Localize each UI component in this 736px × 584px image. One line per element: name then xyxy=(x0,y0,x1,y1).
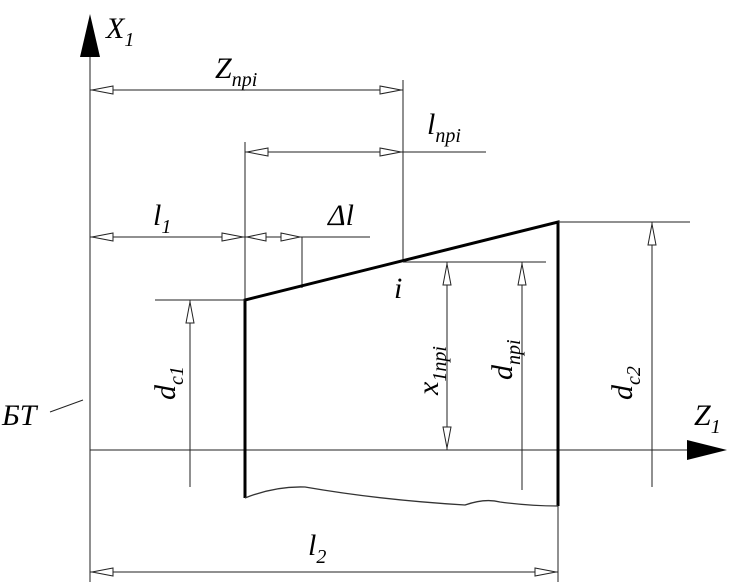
d-c1-label: dc1 xyxy=(149,366,188,400)
z1-axis-label: Z1 xyxy=(694,399,721,438)
arrow-icon xyxy=(442,426,452,449)
l2-label: l2 xyxy=(308,529,326,568)
d-npi-label: dnpi xyxy=(486,339,525,380)
bt-label: БТ xyxy=(1,399,39,432)
delta-l-label: Δl xyxy=(327,199,354,232)
arrow-icon xyxy=(647,223,657,246)
x1-axis-label: X1 xyxy=(105,12,134,51)
x1npi-label: x1npi xyxy=(412,346,451,396)
arrow-icon xyxy=(221,232,244,242)
break-line xyxy=(244,486,559,507)
d-c2-label: dc2 xyxy=(606,366,645,400)
workpiece-profile xyxy=(243,220,560,506)
point-i-label: i xyxy=(394,272,402,305)
arrow-icon xyxy=(91,567,114,577)
arrow-icon xyxy=(185,301,195,324)
arrow-icon xyxy=(91,232,114,242)
l1-label: l1 xyxy=(153,199,171,238)
arrow-icon xyxy=(442,263,452,286)
arrow-icon xyxy=(517,263,527,286)
arrow-icon xyxy=(246,232,267,242)
arrow-icon xyxy=(91,85,114,95)
z-npi-label: Znpi xyxy=(215,52,257,91)
bt-leader-line xyxy=(49,399,84,413)
arrow-icon xyxy=(379,147,402,157)
x1-axis-arrow-icon xyxy=(80,14,100,57)
arrow-icon xyxy=(379,85,402,95)
z1-axis-arrow-icon xyxy=(687,440,727,460)
arrow-icon xyxy=(246,147,269,157)
arrow-icon xyxy=(534,567,557,577)
l-npi-label: lnpi xyxy=(427,108,461,147)
arrow-icon xyxy=(280,232,301,242)
